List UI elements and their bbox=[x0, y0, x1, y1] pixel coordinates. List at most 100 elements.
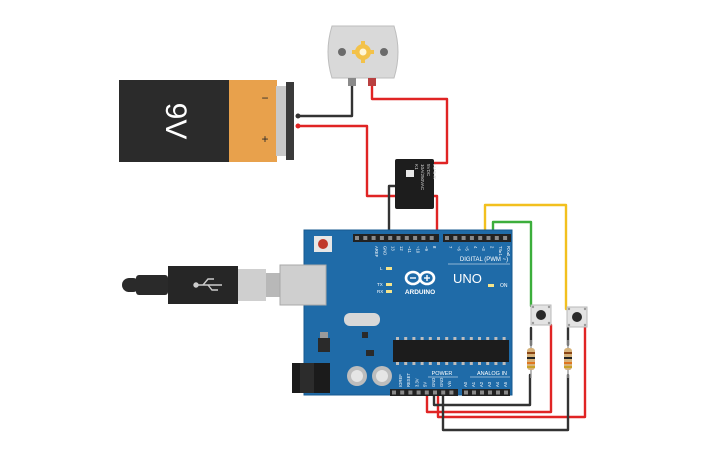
power-pin-label: IOREF bbox=[398, 374, 403, 387]
header-pin[interactable] bbox=[472, 390, 476, 395]
header-pin[interactable] bbox=[496, 390, 500, 395]
crystal bbox=[344, 313, 380, 326]
digital-pin-label: 4 bbox=[473, 246, 478, 249]
analog-pin-label: A0 bbox=[463, 381, 468, 387]
analog-pin-label: A1 bbox=[471, 381, 476, 387]
digital-pin-label: GND bbox=[382, 246, 387, 255]
wire-motor-to-relay[interactable] bbox=[370, 84, 449, 165]
header-pin[interactable] bbox=[396, 236, 401, 240]
header-pin[interactable] bbox=[464, 390, 468, 395]
digital-header-a bbox=[353, 234, 439, 242]
chip-legs bbox=[396, 337, 506, 365]
relay[interactable]: LU-5-R 5VDC 10A/250VAC K1 bbox=[395, 159, 437, 209]
battery-minus-label: − bbox=[261, 91, 268, 105]
resistor-2[interactable] bbox=[564, 340, 572, 378]
usb-cable[interactable] bbox=[122, 266, 282, 304]
header-pin[interactable] bbox=[453, 236, 458, 240]
header-pin[interactable] bbox=[494, 236, 499, 240]
microcontroller-chip bbox=[393, 340, 509, 362]
wire-gnd-to-resistor-2[interactable] bbox=[441, 373, 570, 432]
header-pin[interactable] bbox=[504, 390, 508, 395]
header-pin[interactable] bbox=[388, 236, 393, 240]
header-pin[interactable] bbox=[404, 236, 409, 240]
voltage-regulator bbox=[318, 338, 330, 352]
digital-header-pins bbox=[355, 236, 508, 240]
power-pin-label: GND bbox=[439, 378, 444, 387]
usb-icon bbox=[193, 278, 222, 291]
wire-battery-neg-to-motor[interactable] bbox=[296, 84, 354, 118]
analog-pin-label: A4 bbox=[495, 381, 500, 387]
status-leds bbox=[386, 267, 494, 293]
wire-battery-pos-to-relay[interactable] bbox=[296, 124, 397, 198]
relay-line-1: LU-5-R bbox=[432, 164, 437, 179]
header-pin[interactable] bbox=[424, 390, 429, 395]
power-pin-label: RESET bbox=[406, 373, 411, 387]
header-pin[interactable] bbox=[478, 236, 483, 240]
wire-yellow-pin2-to-button[interactable] bbox=[483, 203, 568, 311]
digital-pin-label: RX◂0 bbox=[506, 246, 511, 257]
header-pin[interactable] bbox=[421, 236, 426, 240]
push-button-2[interactable] bbox=[566, 306, 588, 328]
battery-voltage-label: 9V bbox=[159, 103, 192, 140]
power-label: POWER bbox=[432, 371, 453, 377]
analog-header bbox=[462, 389, 510, 396]
digital-pin-label: ~10 bbox=[416, 246, 421, 254]
usb-port bbox=[279, 264, 327, 306]
led-rx-label: RX bbox=[377, 289, 383, 294]
digital-pin-label: 2 bbox=[490, 246, 495, 249]
resistor-1[interactable] bbox=[527, 340, 535, 378]
digital-pin-label: 13 bbox=[391, 246, 396, 251]
header-pin[interactable] bbox=[433, 390, 437, 395]
relay-line-3: 10A/250VAC bbox=[420, 164, 425, 191]
header-pin[interactable] bbox=[461, 236, 466, 240]
analog-label: ANALOG IN bbox=[477, 371, 507, 377]
header-pin[interactable] bbox=[503, 236, 508, 240]
arduino-logo-icon bbox=[404, 270, 436, 286]
header-pin[interactable] bbox=[379, 236, 384, 240]
header-pin[interactable] bbox=[445, 236, 449, 240]
digital-pin-label: ~3 bbox=[481, 246, 486, 251]
header-pin[interactable] bbox=[371, 236, 376, 240]
header-pin[interactable] bbox=[449, 390, 454, 395]
relay-line-2: 5VDC bbox=[426, 164, 431, 177]
power-pin-label: Vin bbox=[447, 380, 452, 387]
header-pin[interactable] bbox=[469, 236, 474, 240]
power-pin-label: GND bbox=[431, 378, 436, 387]
digital-pin-label: TX▸1 bbox=[498, 246, 503, 256]
gear-icon bbox=[352, 41, 374, 63]
digital-pin-label: ~9 bbox=[424, 246, 429, 251]
header-pin[interactable] bbox=[392, 390, 396, 395]
header-pin[interactable] bbox=[400, 390, 405, 395]
arduino-brand: ARDUINO bbox=[405, 289, 435, 296]
header-pin[interactable] bbox=[480, 390, 484, 395]
wire-relay-to-pin8[interactable] bbox=[432, 194, 439, 240]
wire-gnd-to-resistor-1[interactable] bbox=[432, 373, 532, 407]
analog-pin-label: A3 bbox=[487, 381, 492, 387]
header-pin[interactable] bbox=[486, 236, 491, 240]
header-pin[interactable] bbox=[355, 236, 359, 240]
header-pin[interactable] bbox=[363, 236, 368, 240]
digital-header-b bbox=[443, 234, 511, 242]
header-pin[interactable] bbox=[416, 390, 421, 395]
header-pin[interactable] bbox=[488, 390, 492, 395]
header-pin[interactable] bbox=[441, 390, 446, 395]
digital-pin-label: ~5 bbox=[465, 246, 470, 251]
wire-relay-to-gnd[interactable] bbox=[387, 184, 397, 240]
push-button-1[interactable] bbox=[530, 304, 552, 326]
digital-pin-label: AREF bbox=[374, 246, 379, 258]
dc-motor[interactable] bbox=[327, 25, 399, 86]
reset-button[interactable] bbox=[314, 236, 332, 252]
header-pin[interactable] bbox=[413, 236, 418, 240]
battery-9v[interactable]: 9V − + bbox=[119, 80, 301, 162]
relay-line-4: K1 bbox=[414, 164, 419, 170]
header-pin[interactable] bbox=[408, 390, 413, 395]
wire-5v-to-buttons[interactable] bbox=[425, 323, 553, 414]
header-pin[interactable] bbox=[429, 236, 434, 240]
digital-pin-label: 12 bbox=[399, 246, 404, 251]
led-tx-label: TX bbox=[377, 282, 383, 287]
digital-pin-label: 8 bbox=[432, 246, 437, 249]
digital-label: DIGITAL (PWM ~) bbox=[460, 257, 508, 263]
